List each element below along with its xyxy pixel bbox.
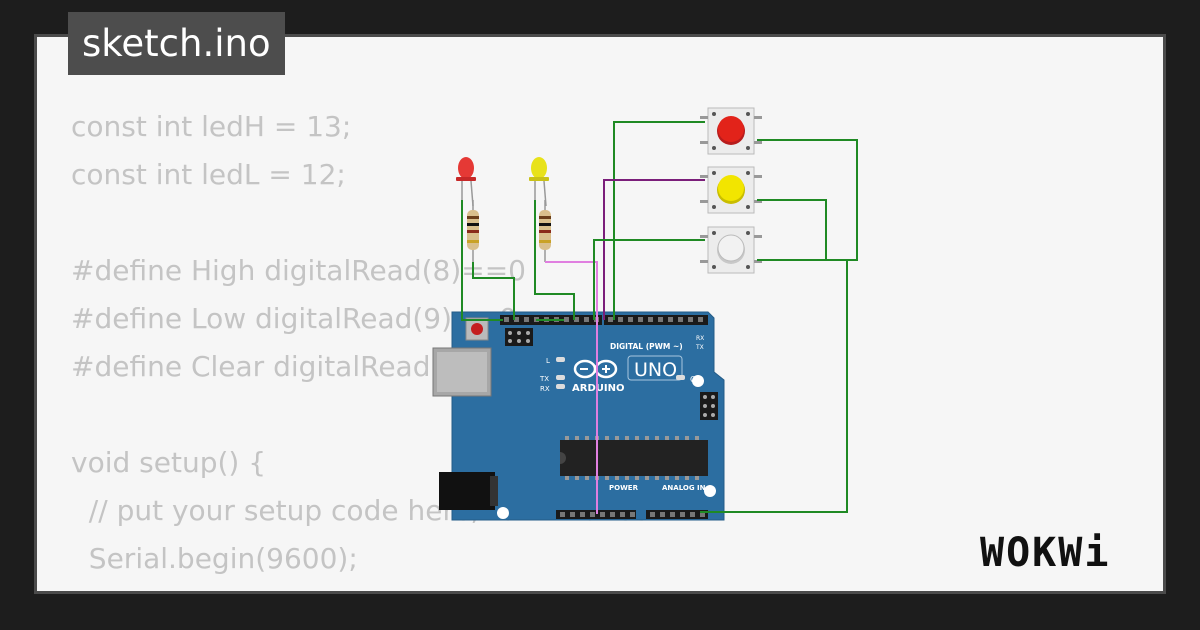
wire <box>757 199 827 260</box>
wire <box>613 121 705 320</box>
power-jack <box>439 472 495 510</box>
code-line: void setup() { <box>71 446 267 479</box>
code-line: #define High digitalRead(8)==0 <box>71 254 526 287</box>
yellow-led[interactable] <box>529 157 549 207</box>
code-line: const int ledL = 12; <box>71 158 346 191</box>
code-line: const int ledH = 13; <box>71 110 352 143</box>
wire <box>603 179 705 320</box>
led-l-label: L <box>546 357 550 365</box>
icsp-header <box>505 328 533 346</box>
wire <box>534 200 575 320</box>
icsp-header-2 <box>700 392 718 420</box>
wires <box>461 121 858 514</box>
wire <box>545 261 598 514</box>
uno-model-label: UNO <box>634 359 677 381</box>
red-led[interactable] <box>456 157 476 207</box>
atmega-chip <box>560 440 708 476</box>
pushbutton-red[interactable] <box>700 107 762 155</box>
pushbutton-white[interactable] <box>700 226 762 274</box>
wire <box>593 239 705 320</box>
wire <box>472 262 515 320</box>
arduino-uno-board[interactable]: DIGITAL (PWM ~) TX RX L TX RX ARDUINO UN… <box>432 311 725 521</box>
wire <box>757 139 858 261</box>
wire <box>461 200 503 321</box>
analog-in-label: ANALOG IN <box>662 484 706 492</box>
code-line: Serial.begin(9600); <box>71 542 358 575</box>
code-editor-preview: const int ledH = 13; const int ledL = 12;… <box>71 103 658 591</box>
arduino-brand-label: ARDUINO <box>572 383 624 394</box>
wire <box>700 260 848 513</box>
pushbutton-yellow[interactable] <box>700 166 762 214</box>
wokwi-logo: WOKWi <box>980 530 1110 576</box>
file-tab[interactable]: sketch.ino <box>68 12 285 75</box>
code-line: pinMode(ledH, OUTPUT); <box>71 583 658 591</box>
resistor-left[interactable] <box>467 200 479 262</box>
led-rx-label: RX <box>540 385 550 393</box>
digital-header-right <box>604 315 708 325</box>
led-tx-label: TX <box>539 375 549 383</box>
wokwi-logo-text: WOKWi <box>980 530 1110 576</box>
resistor-right[interactable] <box>539 200 551 262</box>
power-label: POWER <box>609 484 639 492</box>
tx-pin-label: TX <box>695 344 704 351</box>
power-header <box>556 510 636 519</box>
rx-pin-label: RX <box>696 335 704 342</box>
analog-header <box>646 510 708 519</box>
digital-header-label: DIGITAL (PWM ~) <box>610 342 683 351</box>
